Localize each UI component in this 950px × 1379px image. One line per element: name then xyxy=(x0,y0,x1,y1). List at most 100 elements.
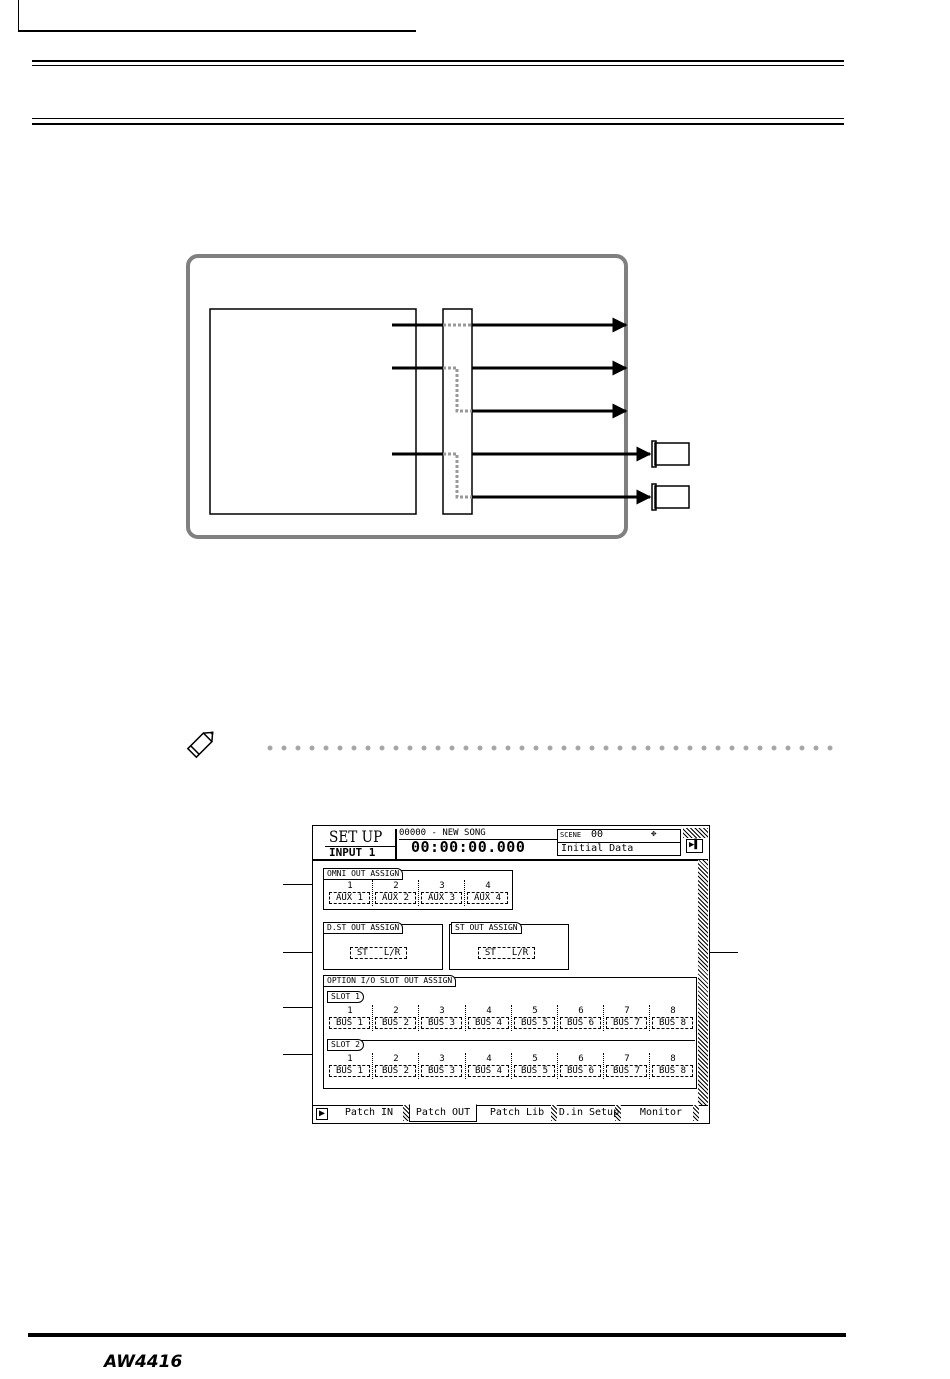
cell-separator xyxy=(603,1005,604,1031)
slot2-label: SLOT 2 xyxy=(327,1039,364,1051)
slot1-out-number: 3 xyxy=(439,1006,445,1016)
slot1-out-assign-bus-2[interactable]: BUS 2 xyxy=(375,1017,416,1029)
callout-line-1 xyxy=(283,884,323,885)
lcd-time: 00:00:00.000 xyxy=(411,838,526,856)
cell-separator xyxy=(603,1053,604,1079)
cell-separator xyxy=(511,1005,512,1031)
cell-separator xyxy=(557,1053,558,1079)
omni-out-assign-group xyxy=(323,870,513,910)
cell-separator xyxy=(372,880,373,906)
scene-store-icon: ✥ xyxy=(651,829,657,839)
callout-line-4 xyxy=(283,1054,325,1055)
slot2-out-assign-bus-1[interactable]: BUS 1 xyxy=(329,1065,370,1077)
cell-separator xyxy=(372,1005,373,1031)
slot1-out-assign-bus-7[interactable]: BUS 7 xyxy=(606,1017,647,1029)
slot1-out-assign-bus-8[interactable]: BUS 8 xyxy=(652,1017,693,1029)
slot2-out-assign-bus-4[interactable]: BUS 4 xyxy=(468,1065,509,1077)
cell-separator xyxy=(465,1005,466,1031)
slot1-out-assign-bus-6[interactable]: BUS 6 xyxy=(560,1017,601,1029)
lcd-song-line: 00000 - NEW SONG xyxy=(399,828,486,838)
lcd-title: SET UP xyxy=(329,827,383,846)
note-pencil-icon xyxy=(186,731,214,759)
output-jack-2 xyxy=(654,485,690,509)
header-rule-bottom-1 xyxy=(32,118,844,119)
lcd-scene-name: Initial Data xyxy=(561,843,634,854)
lcd-subtitle-box xyxy=(325,846,395,859)
lcd-scene-label: SCENE xyxy=(560,831,582,839)
diagram-outer-frame xyxy=(186,254,628,539)
omni-out-assign-aux-4[interactable]: AUX 4 xyxy=(467,892,508,904)
footer-logo: AW4416 xyxy=(104,1352,183,1372)
header-rule-bottom-2 xyxy=(32,123,844,125)
cell-separator xyxy=(418,1053,419,1079)
cell-separator xyxy=(372,1053,373,1079)
option-slot-out-assign-label: OPTION I/O SLOT OUT ASSIGN xyxy=(323,975,457,987)
omni-out-assign-aux-2[interactable]: AUX 2 xyxy=(375,892,416,904)
slot1-out-number: 5 xyxy=(532,1006,538,1016)
diagram-source-block xyxy=(209,308,417,515)
cell-separator xyxy=(511,1053,512,1079)
cell-separator xyxy=(418,1005,419,1031)
cell-separator xyxy=(465,1053,466,1079)
slot1-out-number: 6 xyxy=(578,1006,584,1016)
header-rule-top-2 xyxy=(32,65,844,66)
st-out-assign-value[interactable]: ST L/R xyxy=(478,947,535,959)
callout-line-3 xyxy=(283,1007,325,1008)
slot2-out-number: 7 xyxy=(624,1054,630,1064)
header-short-rule xyxy=(18,30,416,32)
st-out-assign-label: ST OUT ASSIGN xyxy=(451,922,522,934)
slot1-out-number: 2 xyxy=(393,1006,399,1016)
omni-out-number: 4 xyxy=(485,881,491,891)
header-left-tick xyxy=(18,0,19,32)
omni-out-assign-label: OMNI OUT ASSIGN xyxy=(323,868,404,880)
slot2-out-number: 8 xyxy=(670,1054,676,1064)
cell-separator xyxy=(418,880,419,906)
slot1-out-number: 7 xyxy=(624,1006,630,1016)
slot2-out-number: 5 xyxy=(532,1054,538,1064)
lcd-header-hatch xyxy=(683,828,708,838)
omni-out-number: 3 xyxy=(439,881,445,891)
routing-diagram xyxy=(186,254,690,539)
lcd-right-hatch xyxy=(698,860,708,1106)
cell-separator xyxy=(649,1053,650,1079)
slot1-out-number: 1 xyxy=(347,1006,353,1016)
tab-d-in-setup[interactable]: D.in Setup xyxy=(557,1105,624,1121)
tab-patch-lib[interactable]: Patch Lib xyxy=(477,1105,560,1121)
slot1-out-assign-bus-1[interactable]: BUS 1 xyxy=(329,1017,370,1029)
note-dotted-rule xyxy=(267,745,840,751)
header-rule-top-1 xyxy=(32,60,844,62)
slot2-out-assign-bus-2[interactable]: BUS 2 xyxy=(375,1065,416,1077)
page-jump-icon: ▶▌ xyxy=(689,840,700,850)
lcd-subtitle: INPUT 1 xyxy=(329,846,376,859)
lcd-screen: SET UP INPUT 1 00000 - NEW SONG 00:00:00… xyxy=(312,825,710,1124)
slot1-out-assign-bus-5[interactable]: BUS 5 xyxy=(514,1017,555,1029)
callout-line-2 xyxy=(283,952,325,953)
slot2-out-assign-bus-3[interactable]: BUS 3 xyxy=(421,1065,462,1077)
slot2-out-assign-bus-5[interactable]: BUS 5 xyxy=(514,1065,555,1077)
slot2-out-assign-bus-8[interactable]: BUS 8 xyxy=(652,1065,693,1077)
slot2-out-number: 4 xyxy=(486,1054,492,1064)
tab-patch-out[interactable]: Patch OUT xyxy=(409,1104,477,1122)
omni-out-number: 1 xyxy=(347,881,353,891)
dst-out-assign-value[interactable]: ST L/R xyxy=(350,947,407,959)
cell-separator xyxy=(464,880,465,906)
footer-rule xyxy=(28,1333,846,1337)
lcd-page-button[interactable]: ▶▌ xyxy=(686,839,703,853)
slot1-out-assign-bus-3[interactable]: BUS 3 xyxy=(421,1017,462,1029)
omni-out-assign-aux-1[interactable]: AUX 1 xyxy=(329,892,370,904)
slot1-out-assign-bus-4[interactable]: BUS 4 xyxy=(468,1017,509,1029)
slot2-out-number: 1 xyxy=(347,1054,353,1064)
slot2-out-number: 3 xyxy=(439,1054,445,1064)
cell-separator xyxy=(649,1005,650,1031)
omni-out-number: 2 xyxy=(393,881,399,891)
omni-out-assign-aux-3[interactable]: AUX 3 xyxy=(421,892,462,904)
tab-patch-in[interactable]: Patch IN xyxy=(329,1105,412,1121)
slot1-out-number: 4 xyxy=(486,1006,492,1016)
slot2-out-number: 2 xyxy=(393,1054,399,1064)
slot2-out-assign-bus-6[interactable]: BUS 6 xyxy=(560,1065,601,1077)
dst-out-assign-label: D.ST OUT ASSIGN xyxy=(323,922,404,934)
option-slot-out-assign-group xyxy=(323,977,697,1089)
output-jack-1 xyxy=(654,442,690,466)
slot2-out-assign-bus-7[interactable]: BUS 7 xyxy=(606,1065,647,1077)
tab-monitor[interactable]: Monitor xyxy=(623,1105,702,1121)
